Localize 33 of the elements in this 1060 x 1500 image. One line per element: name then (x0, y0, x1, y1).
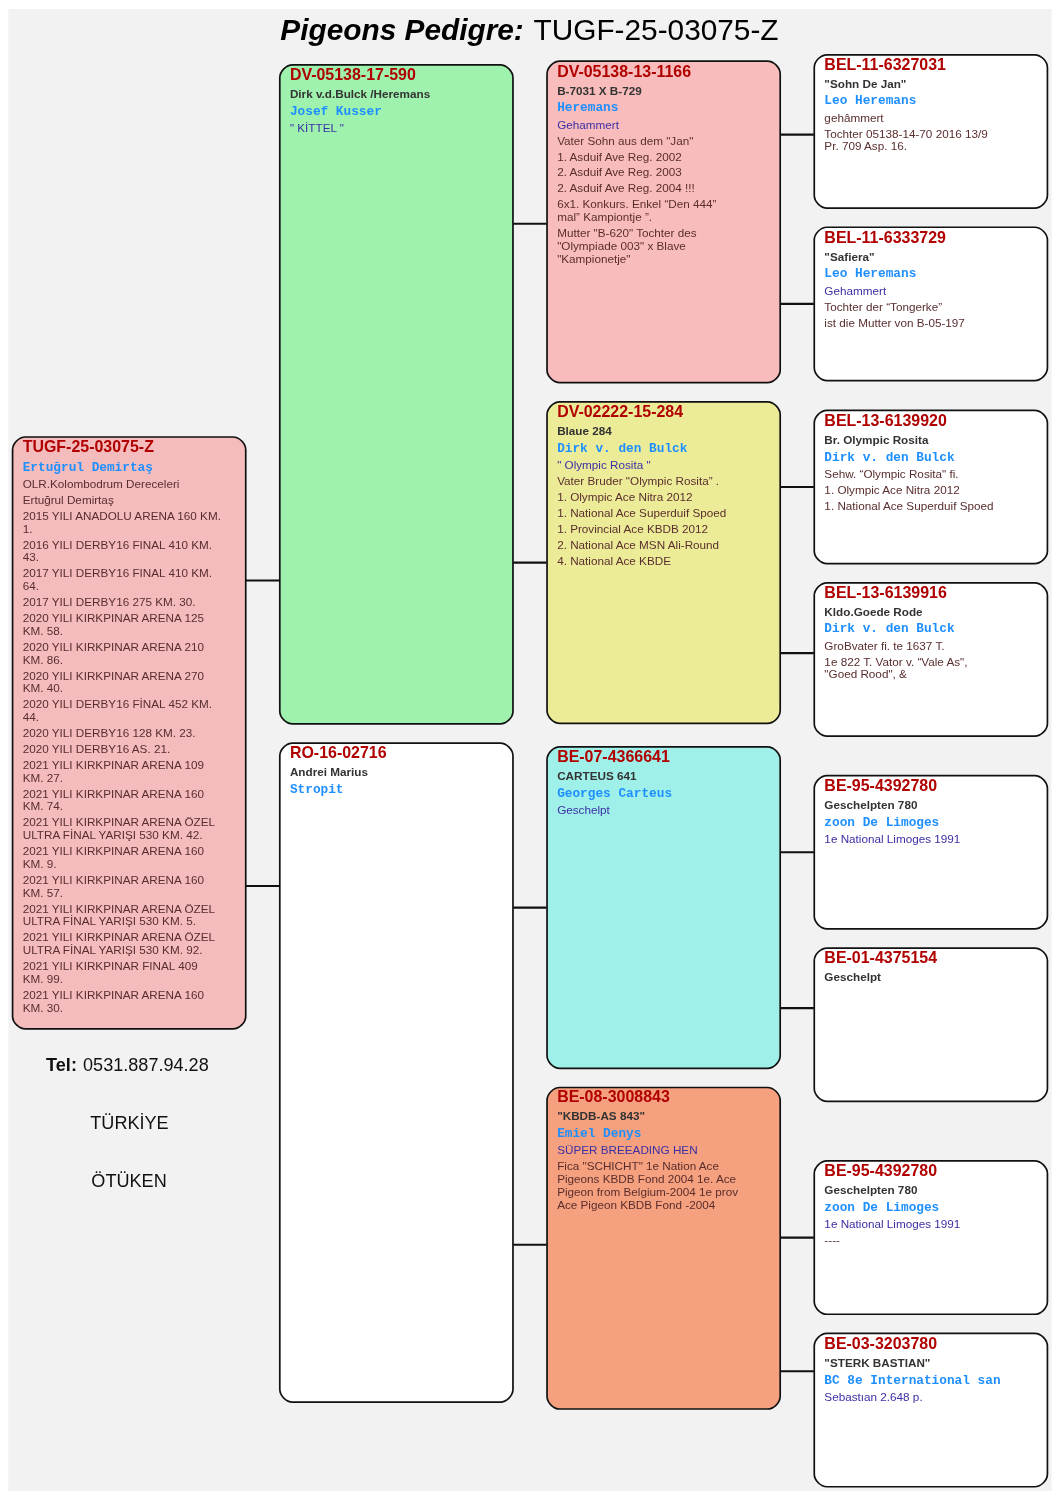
node-box: BEL-11-6327031 "Sohn De Jan" Leo Heremans gehâmmert Tochter 05138-14-70 2016 13/9 Pr. 709 Asp. 16. (813, 53, 1049, 209)
node-box: BE-95-4392780 Geschelpten 780 zoon De Limoges 1e National Limoges 1991 (813, 774, 1049, 930)
diagram-title: Pigeons Pedigre: TUGF-25-03075-Z (280, 13, 779, 47)
connector (780, 302, 814, 305)
node-box: BEL-11-6333729 "Safiera" Leo Heremans Gehammert Tochter der “Tongerke” ist die Mutter von B-05-197 (813, 226, 1049, 382)
node-box: DV-02222-15-284 Blaue 284 Dirk v. den Bulck " Olympic Rosita " Vater Bruder "Olympic Rosita” . 1. Olympic Ace Nitra 2012 1. National Ace Superduif Spoed 1. Provincial Ace KBDB 2012 2. National Ace MSN Ali-Round 4. National Ace KBDE (546, 401, 782, 725)
connector (780, 133, 814, 136)
node-box: BEL-13-6139916 Kldo.Goede Rode Dirk v. den Bulck GroBvater fi. te 1637 T. 1e 822 T. Vator v. “Vale As", "Goed Rood", & (813, 582, 1049, 737)
connector (780, 1236, 814, 1239)
connector (780, 1370, 814, 1373)
node-box: BEL-13-6139920 Br. Olympic Rosita Dirk v. den Bulck Sehw. “Olympic Rosita" fi. 1. Olympic Ace Nitra 2012 1. National Ace Superduif Spoed (813, 409, 1049, 565)
node-box: BE-07-4366641 CARTEUS 641 Georges Carteus Geschelpt (546, 745, 782, 1070)
node-box: DV-05138-13-1166 B-7031 X B-729 Heremans Gehammert Vater Sohn aus dem "Jan" 1. Asduif Ave Reg. 2002 2. Asduif Ave Reg. 2003 2. Asduif Ave Reg. 2004 !!! 6x1. Konkurs. Enkel “Den 444” mal” Kampiontje ”. Mutter "B-620" Tochter des "Olympiade 003" x Blave "Kampionetje" (546, 60, 782, 384)
connector (513, 906, 547, 909)
label: ÖTÜKEN (91, 1170, 167, 1191)
connector (246, 579, 280, 582)
node-box: TUGF-25-03075-Z Ertuğrul Demirtaş OLR.Kolombodrum Dereceleri Ertuğrul Demirtaş 2015 YILI ANADOLU ARENA 160 KM. 1. 2016 YILI DERBY16 FINAL 410 KM. 43. 2017 YILI DERBY16 FINAL 410 KM. 64. 2017 YILI DERBY16 275 KM. 30. 2020 YILI KIRKPINAR ARENA 125 KM. 58. 2020 YILI KIRKPINAR ARENA 210 KM. 86. 2020 YILI KIRKPINAR ARENA 270 KM. 40. 2020 YILI DERBY16 FİNAL 452 KM. 44. 2020 YILI DERBY16 128 KM. 23. 2020 YILI DERBY16 AS. 21. 2021 YILI KIRKPINAR ARENA 109 KM. 27. 2021 YILI KIRKPINAR ARENA 160 KM. 74. 2021 YILI KIRKPINAR ARENA ÖZEL ULTRA FİNAL YARIŞI 530 KM. 42. 2021 YILI KIRKPINAR ARENA 160 KM. 9. 2021 YILI KIRKPINAR ARENA 160 KM. 57. 2021 YILI KIRKPINAR ARENA ÖZEL ULTRA FİNAL YARIŞI 530 KM. 5. 2021 YILI KIRKPINAR ARENA ÖZEL ULTRA FİNAL YARIŞI 530 KM. 92. 2021 YILI KIRKPINAR FINAL 409 KM. 99. 2021 YILI KIRKPINAR ARENA 160 KM. 30. (11, 436, 247, 1030)
node-box: RO-16-02716 Andrei Marius Stropit (278, 742, 514, 1403)
node-box: BE-03-3203780 "STERK BASTIAN" BC 8e International san Sebastıan 2.648 p. (813, 1332, 1049, 1488)
node-box: BE-01-4375154 Geschelpt (813, 947, 1049, 1103)
connector (780, 851, 814, 854)
label: TÜRKİYE (90, 1113, 169, 1134)
node-box: BE-08-3008843 "KBDB-AS 843" Emiel Denys SÜPER BREEADING HEN Fica "SCHICHT" 1e Nation Ace Pigeons KBDB Fond 2004 1e. Ace Pigeon from Belgium-2004 1e prov Ace Pigeon KBDB Fond -2004 (546, 1086, 782, 1410)
node-box: DV-05138-17-590 Dirk v.d.Bulck /Heremans Josef Kusser " KİTTEL " (278, 64, 514, 725)
node-box: BE-95-4392780 Geschelpten 780 zoon De Limoges 1e National Limoges 1991 ---- (813, 1160, 1049, 1316)
connector (513, 561, 547, 564)
connector (513, 1243, 547, 1246)
connector (513, 222, 547, 225)
connector (780, 1007, 814, 1010)
connector (246, 884, 280, 888)
label: Tel: 0531.887.94.28 (46, 1054, 209, 1075)
connector (780, 652, 814, 655)
connector (780, 485, 814, 489)
